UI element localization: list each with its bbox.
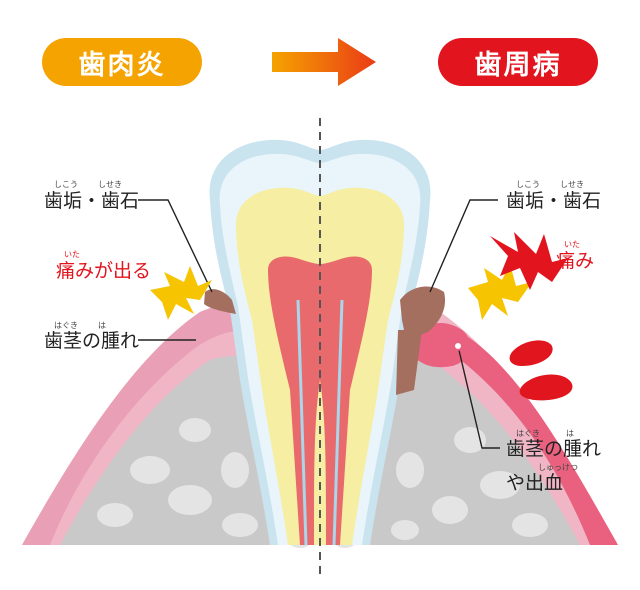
furigana-gum-right: はぐき — [516, 429, 540, 438]
spark-icon-right-red — [490, 232, 568, 290]
furigana-plaque-right: しこう — [516, 180, 540, 189]
furigana-tartar-right: しせき — [560, 180, 584, 189]
gum-margin-right — [410, 324, 618, 545]
furigana-swell-right: は — [566, 429, 574, 438]
root-canal-lines — [296, 299, 344, 546]
tartar-left — [204, 289, 236, 314]
label-bleeding-right: や出血 — [506, 472, 564, 494]
furigana-pain-right: いた — [564, 240, 580, 249]
label-gum-swelling-left: 歯茎の腫れ — [44, 330, 140, 352]
spark-icon-right-yellow — [468, 264, 532, 320]
furigana-bleeding-right: しゅっけつ — [538, 463, 578, 472]
spark-icon-left — [150, 266, 212, 320]
furigana-plaque-left: しこう — [54, 180, 78, 189]
leader-dot-right — [453, 341, 463, 351]
label-gum-swelling-right: 歯茎の腫れ — [506, 438, 602, 460]
tartar-right — [400, 286, 446, 340]
furigana-gum-left: はぐき — [54, 321, 78, 330]
progression-arrow-icon — [272, 38, 376, 86]
blood-drop-icon-2 — [519, 374, 573, 401]
gingivitis-title: 歯肉炎 — [42, 38, 202, 86]
tooth-pulp — [268, 256, 372, 545]
leader-swelling-right — [457, 345, 500, 449]
label-pain-left: 痛みが出る — [56, 260, 152, 282]
gum-margin-left — [22, 305, 248, 545]
label-plaque-tartar-right: 歯垢・歯石 — [506, 190, 602, 212]
furigana-tartar-left: しせき — [98, 180, 122, 189]
furigana-swell-left: は — [98, 321, 106, 330]
label-plaque-tartar-left: 歯垢・歯石 — [44, 190, 140, 212]
swollen-gum-bulge — [408, 322, 470, 368]
leader-plaque-right — [429, 199, 498, 293]
label-pain-right: 痛み — [556, 250, 595, 272]
periodontitis-title: 歯周病 — [438, 38, 598, 86]
tartar-right-root — [396, 330, 422, 395]
blood-drop-icon-1 — [509, 340, 553, 366]
furigana-pain-left: いた — [64, 250, 80, 259]
leader-plaque-left — [138, 199, 213, 293]
